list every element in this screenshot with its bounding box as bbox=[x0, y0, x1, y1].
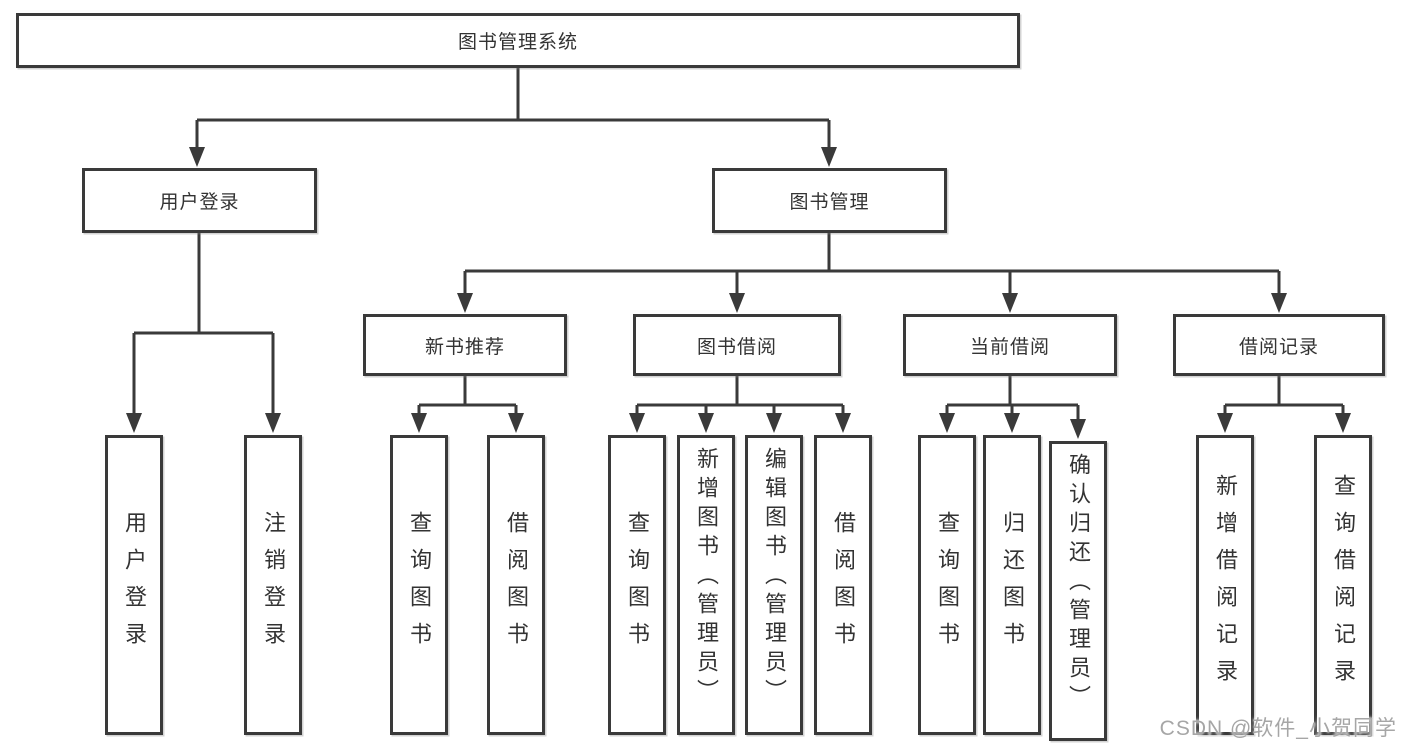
node-label: 图书管理 bbox=[789, 192, 870, 213]
node-label: 新书推荐 bbox=[424, 336, 505, 358]
node-label: 新增借阅记录 bbox=[1213, 474, 1238, 696]
node-label: 图书借阅 bbox=[696, 336, 777, 358]
node-label: 借阅图书 bbox=[831, 511, 856, 659]
node-borrowing-records: 借阅记录 bbox=[1173, 314, 1385, 376]
node-new-book-recommendation: 新书推荐 bbox=[363, 314, 567, 376]
node-label: 查询图书 bbox=[935, 511, 960, 659]
node-label: 注销登录 bbox=[261, 511, 286, 659]
leaf-query-books-recommend: 查询图书 bbox=[390, 435, 448, 735]
node-label: 借阅记录 bbox=[1238, 336, 1319, 358]
node-label: 查询图书 bbox=[407, 511, 432, 659]
node-label: 查询图书 bbox=[625, 511, 650, 659]
leaf-borrow-books-borrowing: 借阅图书 bbox=[814, 435, 872, 735]
node-label: 查询借阅记录 bbox=[1331, 474, 1356, 696]
node-user-login: 用户登录 bbox=[82, 168, 317, 233]
node-label: 当前借阅 bbox=[969, 336, 1050, 358]
node-label: 归还图书 bbox=[1000, 511, 1025, 659]
node-label: 用户登录 bbox=[159, 192, 240, 213]
leaf-logout: 注销登录 bbox=[244, 435, 302, 735]
csdn-watermark: CSDN @软件_小贺同学 bbox=[1159, 717, 1397, 740]
node-library-management-system: 图书管理系统 bbox=[16, 13, 1020, 68]
leaf-return-books: 归还图书 bbox=[983, 435, 1041, 735]
leaf-user-login: 用户登录 bbox=[105, 435, 163, 735]
leaf-confirm-return-admin: 确认归还（管理员） bbox=[1049, 441, 1107, 741]
node-book-borrowing: 图书借阅 bbox=[633, 314, 841, 376]
leaf-query-books-borrowing: 查询图书 bbox=[608, 435, 666, 735]
node-label: 用户登录 bbox=[122, 511, 147, 659]
node-current-borrowing: 当前借阅 bbox=[903, 314, 1117, 376]
leaf-edit-books-admin: 编辑图书（管理员） bbox=[745, 435, 803, 735]
leaf-add-books-admin: 新增图书（管理员） bbox=[677, 435, 735, 735]
node-label: 图书管理系统 bbox=[457, 32, 578, 53]
leaf-query-borrow-record: 查询借阅记录 bbox=[1314, 435, 1372, 735]
leaf-query-books-current: 查询图书 bbox=[918, 435, 976, 735]
node-label: 新增图书（管理员） bbox=[694, 447, 719, 708]
node-label: 确认归还（管理员） bbox=[1066, 453, 1091, 714]
leaf-borrow-books-recommend: 借阅图书 bbox=[487, 435, 545, 735]
node-label: 编辑图书（管理员） bbox=[762, 447, 787, 708]
leaf-add-borrow-record: 新增借阅记录 bbox=[1196, 435, 1254, 735]
node-book-management: 图书管理 bbox=[712, 168, 947, 233]
node-label: 借阅图书 bbox=[504, 511, 529, 659]
